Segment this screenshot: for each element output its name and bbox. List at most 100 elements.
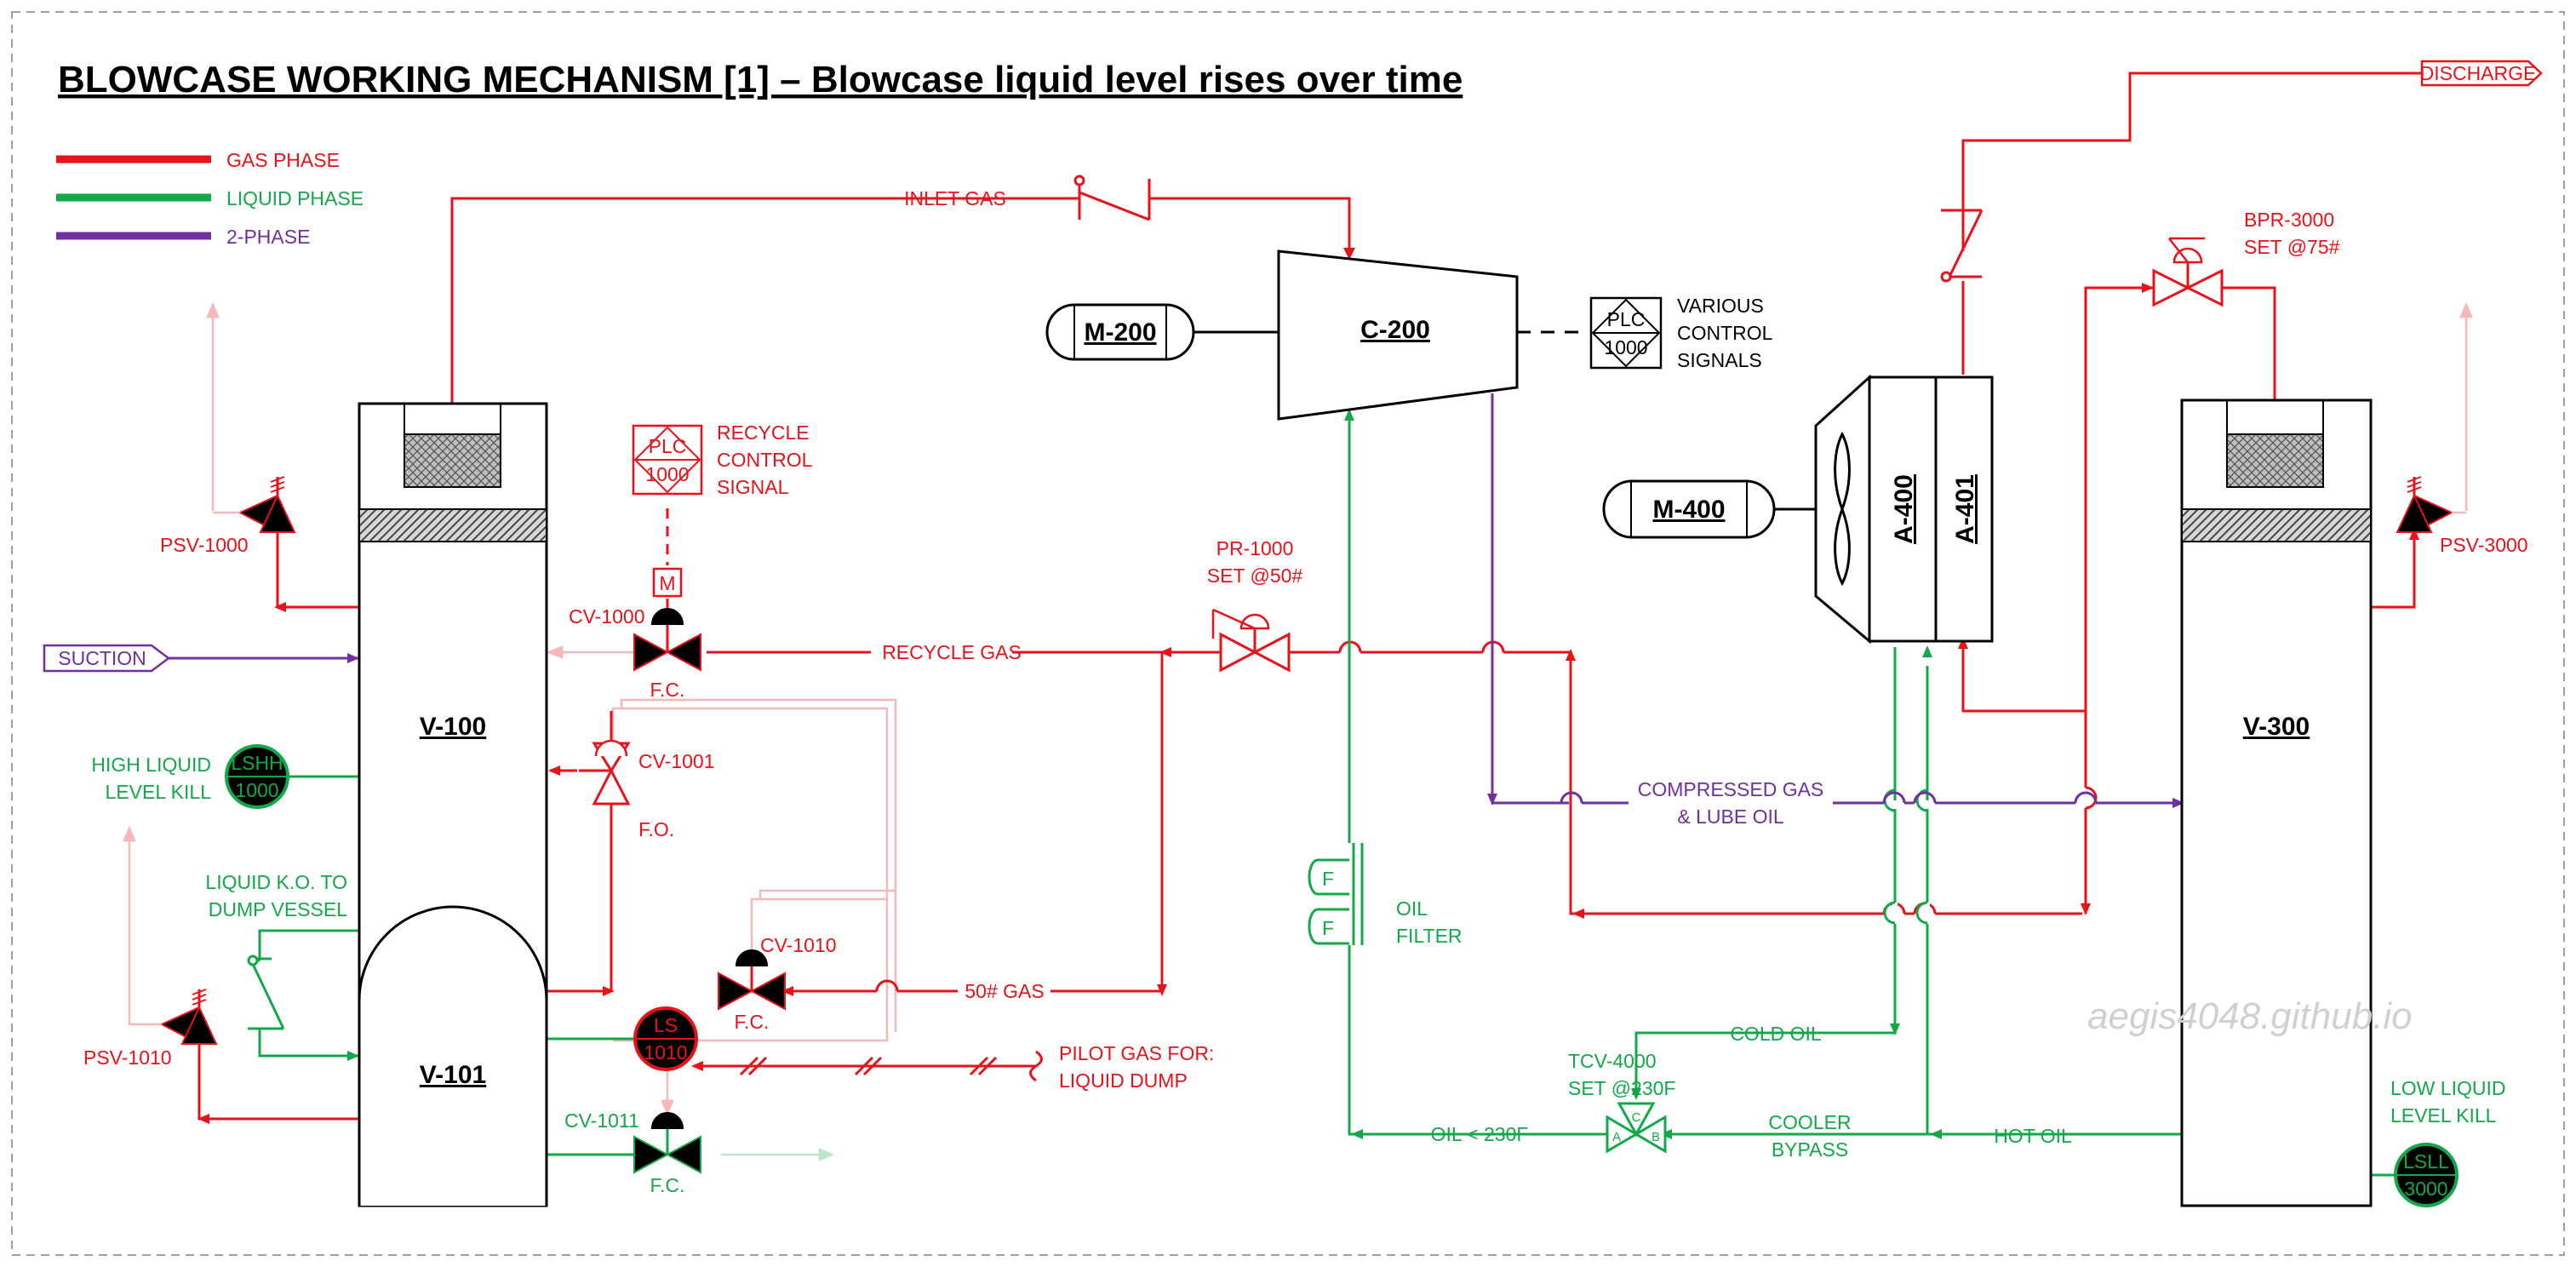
psv3000-label: PSV-3000 bbox=[2440, 534, 2528, 556]
cv1010-label: CV-1010 bbox=[760, 934, 837, 956]
liquid-lines bbox=[253, 409, 2396, 1177]
regulator-bpr3000[interactable] bbox=[2152, 237, 2224, 307]
oil230-label: OIL < 230F bbox=[1431, 1123, 1529, 1145]
cv1010-fc: F.C. bbox=[735, 1011, 770, 1033]
liquid-ko-label-2: DUMP VESSEL bbox=[209, 898, 347, 920]
hot-oil-label: HOT OIL bbox=[1994, 1125, 2072, 1147]
plc-main-top: PLC bbox=[1607, 308, 1646, 330]
cv1001-fo: F.O. bbox=[638, 818, 674, 840]
diagram-title: BLOWCASE WORKING MECHANISM [1] – Blowcas… bbox=[58, 59, 1463, 100]
cooler-bypass-label-1: COOLER bbox=[1768, 1111, 1851, 1133]
regulator-pr1000[interactable] bbox=[1211, 608, 1291, 673]
tcv-port-c: C bbox=[1632, 1110, 1641, 1125]
cv1000-label: CV-1000 bbox=[569, 605, 645, 628]
psv-1000[interactable] bbox=[213, 476, 296, 534]
page-border bbox=[11, 11, 2565, 1256]
compressed-label-1: COMPRESSED GAS bbox=[1638, 778, 1824, 800]
high-liquid-label-2: LEVEL KILL bbox=[106, 781, 212, 803]
c200-tag: C-200 bbox=[1360, 316, 1430, 344]
lsll-3000[interactable]: LSLL 3000 bbox=[2394, 1143, 2459, 1207]
plc-recycle-top: PLC bbox=[649, 435, 687, 457]
cv1000-fc: F.C. bbox=[650, 679, 685, 701]
recycle-signal-label-3: SIGNAL bbox=[717, 476, 789, 498]
m200-tag: M-200 bbox=[1084, 318, 1156, 347]
vessel-v101[interactable]: V-101 bbox=[358, 905, 548, 1206]
v101-tag: V-101 bbox=[420, 1061, 486, 1089]
psv-3000[interactable] bbox=[2396, 476, 2466, 534]
filter-f-2: F bbox=[1322, 917, 1334, 939]
lshh-bottom: 1000 bbox=[235, 779, 278, 801]
psv1010-label: PSV-1010 bbox=[83, 1046, 172, 1069]
compressor-c200[interactable]: C-200 bbox=[1277, 249, 1519, 421]
legend: GAS PHASE LIQUID PHASE 2-PHASE bbox=[56, 149, 364, 248]
filter-f-1: F bbox=[1322, 868, 1334, 890]
low-liquid-label-1: LOW LIQUID bbox=[2390, 1077, 2505, 1099]
legend-liquid-label: LIQUID PHASE bbox=[226, 187, 364, 209]
pr1000-label-2: SET @50# bbox=[1207, 565, 1303, 587]
various-label-1: VARIOUS bbox=[1677, 295, 1764, 317]
vessel-v300[interactable]: V-300 bbox=[2180, 398, 2373, 1207]
motor-m200[interactable]: M-200 bbox=[1045, 303, 1195, 361]
actuator-m-label: M bbox=[659, 572, 675, 594]
inlet-gas-label: INLET GAS bbox=[904, 187, 1006, 209]
plc-1000-main[interactable]: PLC 1000 bbox=[1589, 296, 1663, 370]
liquid-ko-label-1: LIQUID K.O. TO bbox=[205, 871, 347, 893]
tcv4000-label-1: TCV-4000 bbox=[1568, 1050, 1657, 1072]
oil-filter[interactable]: F F bbox=[1308, 843, 1364, 945]
labels: INLET GAS VARIOUS CONTROL SIGNALS RECYCL… bbox=[83, 187, 2528, 1196]
ls-bottom: 1010 bbox=[644, 1041, 687, 1063]
motor-actuator: M bbox=[652, 567, 683, 598]
psv-1010[interactable] bbox=[128, 989, 218, 1046]
cooler-bypass-label-2: BYPASS bbox=[1772, 1138, 1848, 1161]
cv1001-label: CV-1001 bbox=[638, 750, 715, 772]
suction-arrow: SUCTION bbox=[43, 644, 171, 673]
plc-recycle-bottom: 1000 bbox=[645, 463, 689, 485]
pr1000-label-1: PR-1000 bbox=[1216, 537, 1294, 559]
various-label-3: SIGNALS bbox=[1677, 349, 1762, 371]
check-valve-discharge bbox=[1940, 209, 1984, 283]
v100-tag: V-100 bbox=[420, 713, 486, 741]
pilot-label-2: LIQUID DUMP bbox=[1059, 1069, 1188, 1092]
two-phase-lines bbox=[169, 393, 2184, 808]
suction-label: SUCTION bbox=[58, 647, 146, 669]
cv1011-fc: F.C. bbox=[650, 1174, 685, 1196]
valve-cv1000[interactable] bbox=[633, 608, 701, 672]
cooler-a400[interactable]: A-400 A-401 bbox=[1814, 374, 1994, 645]
lshh-1000[interactable]: LSHH 1000 bbox=[225, 744, 289, 809]
motor-m400[interactable]: M-400 bbox=[1602, 479, 1776, 539]
m400-tag: M-400 bbox=[1652, 496, 1725, 524]
compressed-label-2: & LUBE OIL bbox=[1677, 805, 1783, 828]
legend-gas-label: GAS PHASE bbox=[226, 149, 340, 171]
low-liquid-label-2: LEVEL KILL bbox=[2390, 1104, 2497, 1127]
legend-two-phase-label: 2-PHASE bbox=[226, 226, 310, 248]
recycle-signal-label-1: RECYCLE bbox=[717, 421, 810, 444]
cv1011-label: CV-1011 bbox=[564, 1109, 639, 1132]
bpr3000-label-1: BPR-3000 bbox=[2244, 209, 2334, 231]
lshh-top: LSHH bbox=[231, 752, 283, 774]
high-liquid-label-1: HIGH LIQUID bbox=[91, 754, 211, 776]
pilot-label-1: PILOT GAS FOR: bbox=[1059, 1042, 1214, 1064]
psv1000-label: PSV-1000 bbox=[160, 534, 249, 556]
check-valve-liquid-ko bbox=[247, 955, 285, 1030]
gas50-label: 50# GAS bbox=[965, 980, 1044, 1002]
lsll-top: LSLL bbox=[2403, 1150, 2449, 1172]
ls-1010[interactable]: LS 1010 bbox=[633, 1006, 698, 1071]
valve-tcv4000[interactable]: C A B bbox=[1606, 1102, 1667, 1154]
tcv4000-label-2: SET @230F bbox=[1568, 1077, 1675, 1099]
v300-tag: V-300 bbox=[2243, 713, 2310, 741]
watermark: aegis4048.github.io bbox=[2087, 995, 2413, 1037]
lsll-bottom: 3000 bbox=[2404, 1178, 2447, 1200]
recycle-gas-label: RECYCLE GAS bbox=[882, 641, 1022, 663]
oil-filter-label-1: OIL bbox=[1396, 897, 1428, 920]
valve-cv1011[interactable] bbox=[633, 1112, 701, 1174]
various-label-2: CONTROL bbox=[1677, 322, 1773, 344]
tcv-port-a: A bbox=[1612, 1130, 1621, 1144]
plc-1000-recycle[interactable]: PLC 1000 bbox=[632, 424, 703, 496]
valve-cv1010[interactable] bbox=[718, 949, 786, 1011]
ls-top: LS bbox=[654, 1014, 678, 1036]
cold-oil-label: COLD OIL bbox=[1730, 1023, 1822, 1045]
valve-cv1001[interactable] bbox=[579, 739, 631, 805]
a400-tag: A-400 bbox=[1890, 474, 1918, 544]
a401-tag: A-401 bbox=[1951, 474, 1979, 544]
